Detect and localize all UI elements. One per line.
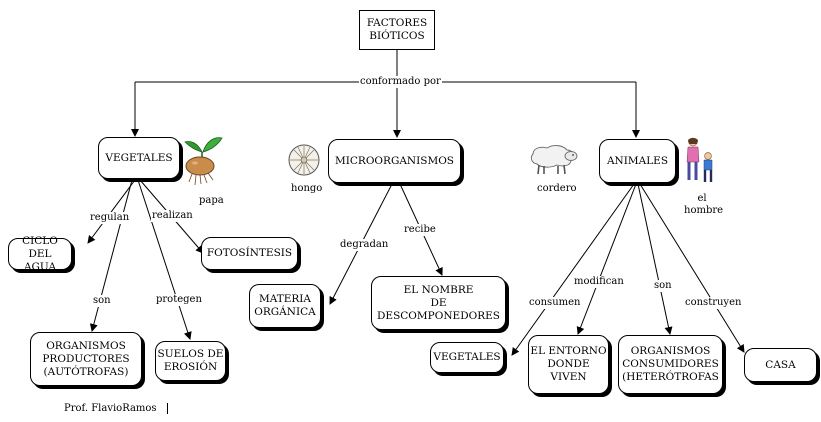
caption-cordero: cordero [537,183,577,194]
link-label-consumen: consumen [528,297,582,309]
vegetales-node[interactable]: VEGETALES [98,137,180,179]
title-node[interactable]: FACTORES BIÓTICOS [359,10,435,50]
vegetales-consumidos-node[interactable]: VEGETALES [430,342,504,373]
caption-hombre: el hombre [684,193,724,216]
descomponedores-node[interactable]: EL NOMBRE DE DESCOMPONEDORES [371,276,506,330]
suelos-de-erosion-node[interactable]: SUELOS DE EROSIÓN [155,341,226,381]
link-son-2 [637,183,673,335]
materia-organica-node[interactable]: MATERIA ORGÁNICA [249,284,321,328]
link-construyen [639,183,745,353]
link-modifican [576,183,637,335]
casa-node[interactable]: CASA [744,348,817,382]
link-son-1 [89,179,133,332]
link-label-son-2: son [653,280,673,292]
organismos-productores-node[interactable]: ORGANISMOS PRODUCTORES (AUTÓTROFAS) [30,332,142,386]
caption-papa: papa [199,195,224,206]
link-label-son-1: son [92,295,112,307]
ciclo-del-agua-node[interactable]: CICLO DEL AGUA [8,235,72,273]
fungus-icon [288,144,320,176]
caption-hongo: hongo [291,183,323,194]
link-label-regulan: regulan [89,212,131,224]
sheep-icon [530,145,578,175]
organismos-consumidores-node[interactable]: ORGANISMOS CONSUMIDORES (HETERÓTROFAS [618,335,723,394]
animales-node[interactable]: ANIMALES [599,139,676,183]
link-label-degradan: degradan [339,239,390,251]
microorganismos-node[interactable]: MICROORGANISMOS [328,139,461,183]
author-name: Prof. FlavioRamos [64,403,157,414]
el-entorno-node[interactable]: EL ENTORNO DONDE VIVEN [528,335,609,394]
link-label-realizan: realizan [151,210,194,222]
author-credit: Prof. FlavioRamos [64,403,168,414]
link-label-modifican: modifican [573,276,625,288]
text-cursor [166,403,168,414]
link-label-construyen: construyen [684,297,743,309]
link-label-protegen: protegen [155,294,203,306]
link-regulan [87,179,136,244]
link-label-conformado-por: conformado por [359,76,442,88]
link-protegen [137,179,192,340]
fotosintesis-node[interactable]: FOTOSÍNTESIS [201,237,298,270]
link-consumen [511,183,635,356]
potato-plant-icon [184,137,223,186]
people-icon [686,137,713,182]
link-label-recibe: recibe [403,224,437,236]
